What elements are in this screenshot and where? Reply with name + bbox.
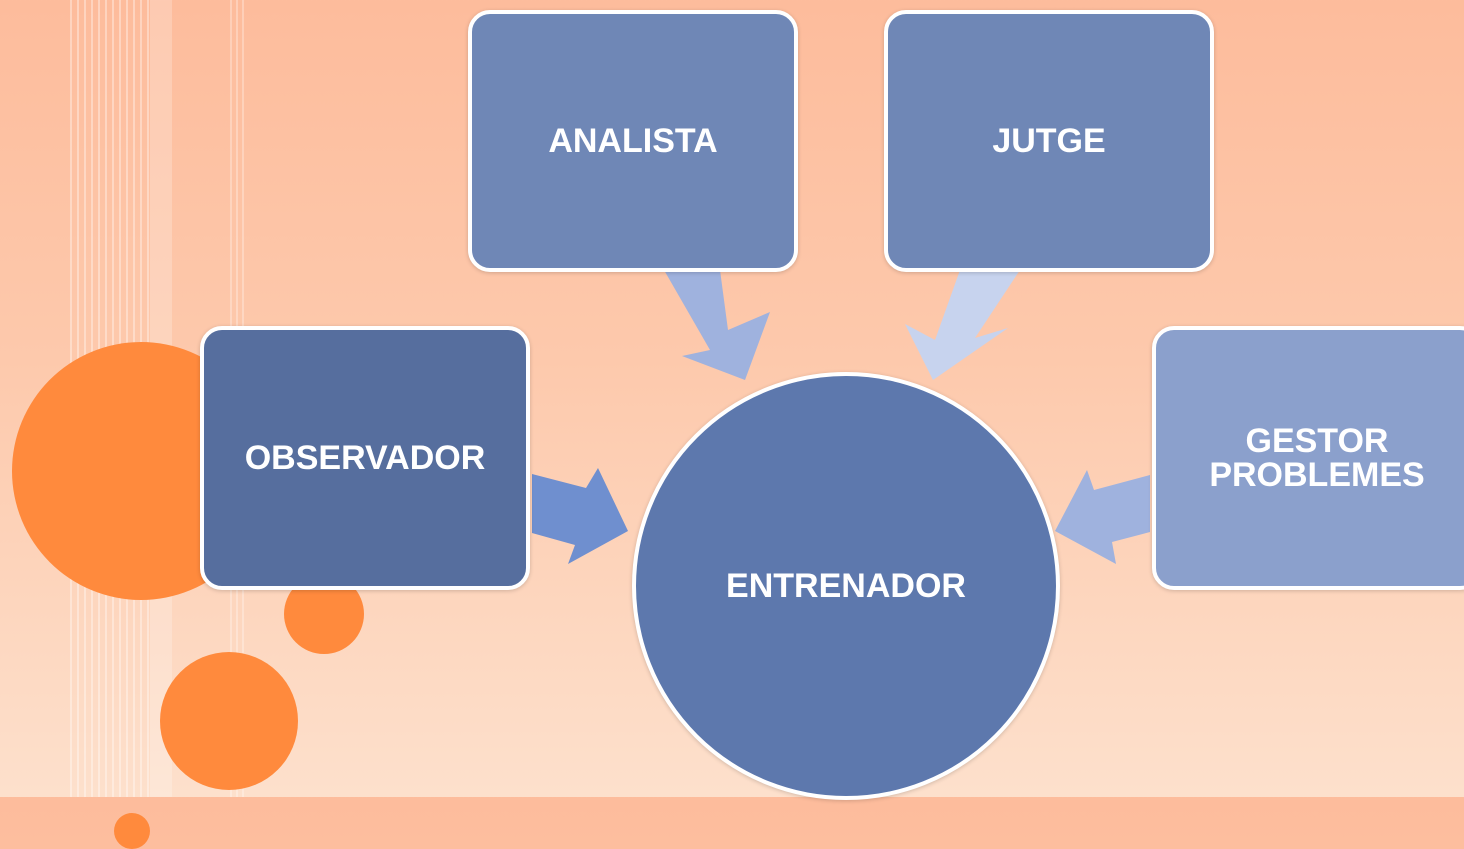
arrow-jutge bbox=[905, 270, 1020, 380]
node-jutge-label: JUTGE bbox=[992, 122, 1106, 160]
decorative-circle-small bbox=[160, 652, 298, 790]
decorative-circle-tiny bbox=[114, 813, 150, 849]
arrow-observador bbox=[532, 468, 628, 564]
node-observador: OBSERVADOR bbox=[200, 326, 530, 590]
arrows-layer bbox=[532, 270, 1150, 564]
node-entrenador-label: ENTRENADOR bbox=[726, 566, 966, 605]
node-analista-label: ANALISTA bbox=[548, 122, 718, 160]
node-gestor-problemes: GESTOR PROBLEMES bbox=[1152, 326, 1464, 590]
arrow-analista bbox=[664, 270, 770, 380]
node-jutge: JUTGE bbox=[884, 10, 1214, 272]
node-observador-label: OBSERVADOR bbox=[244, 439, 486, 477]
node-entrenador: ENTRENADOR bbox=[632, 372, 1060, 800]
node-analista: ANALISTA bbox=[468, 10, 798, 272]
arrow-gestor bbox=[1055, 470, 1150, 564]
node-gestor-problemes-label: GESTOR PROBLEMES bbox=[1209, 422, 1425, 494]
